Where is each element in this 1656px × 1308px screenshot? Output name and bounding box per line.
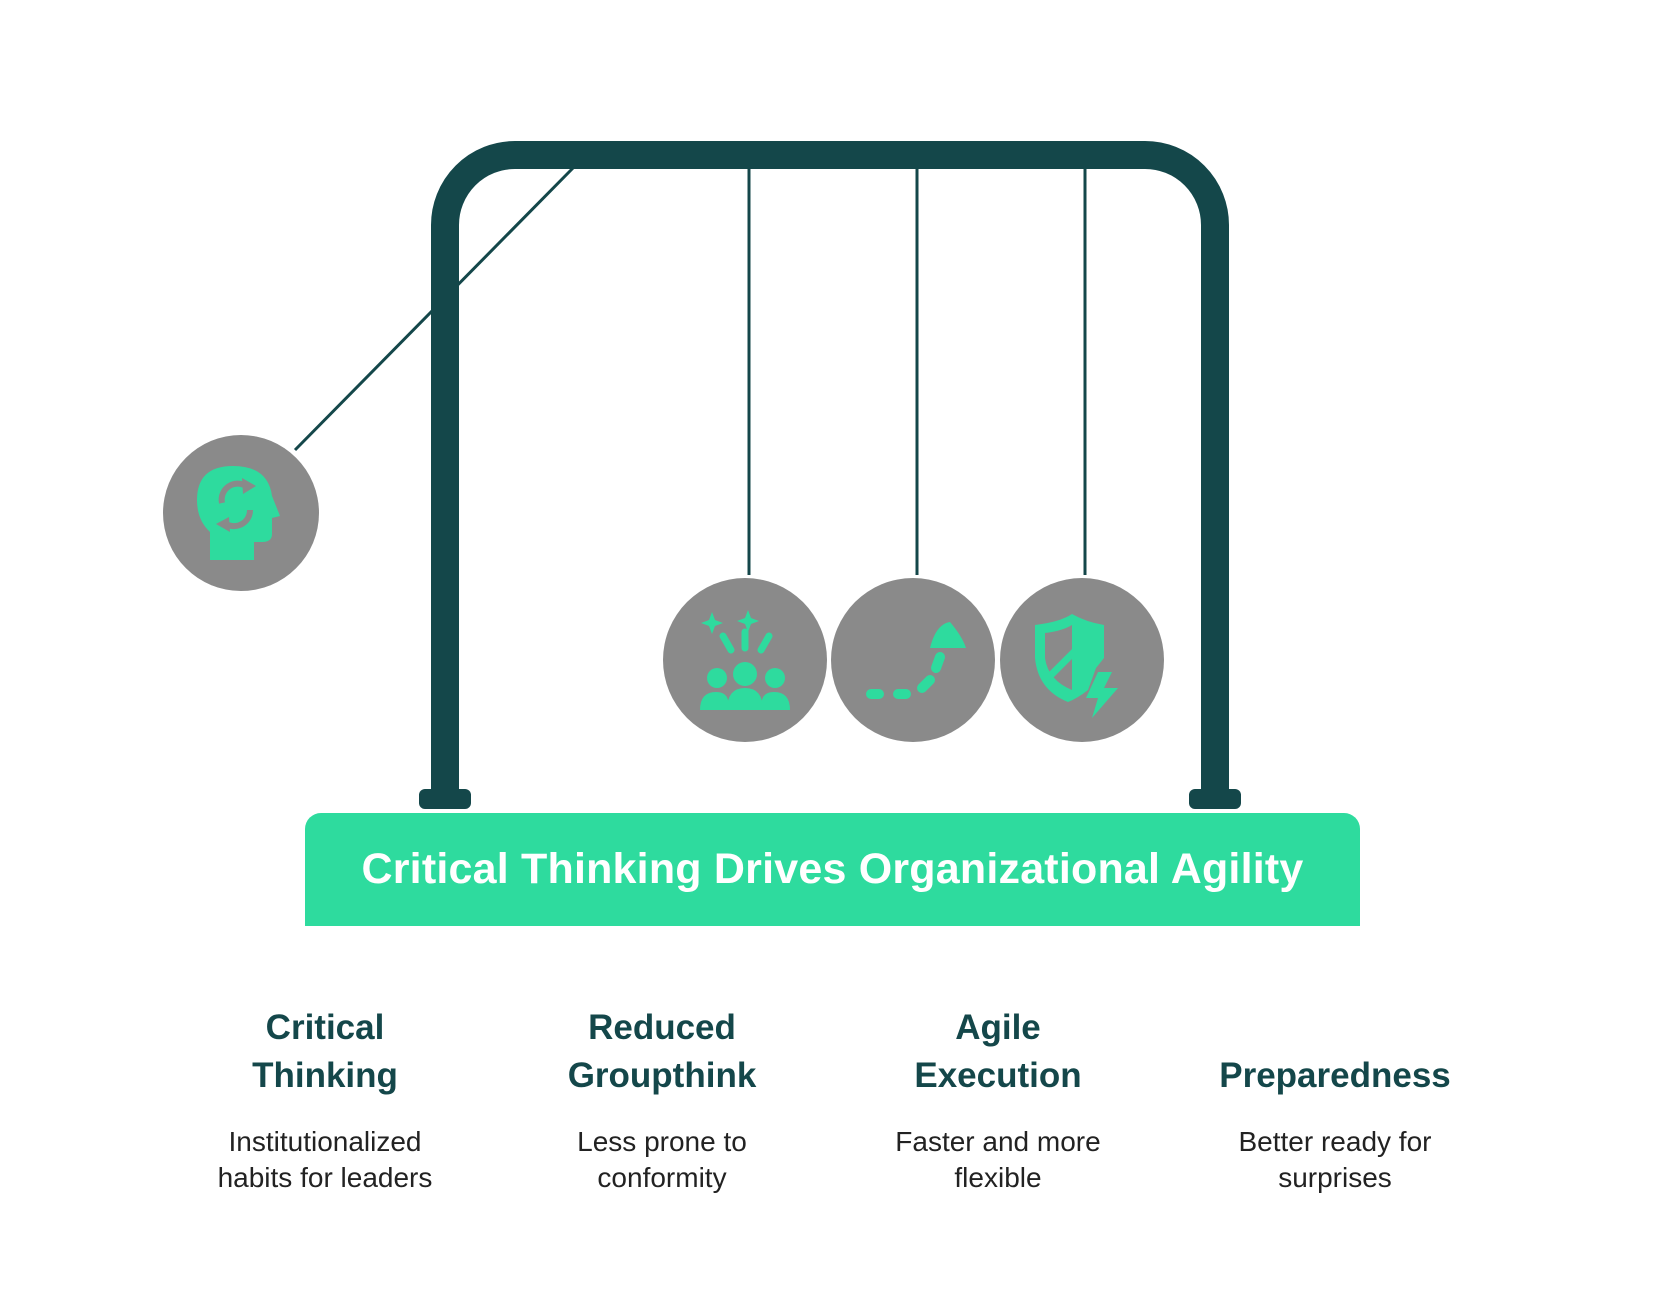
item-title: Reduced Groupthink — [567, 1008, 757, 1095]
team-celebration-icon — [700, 610, 790, 710]
ball-reduced-groupthink — [663, 578, 827, 742]
ball-preparedness — [1000, 578, 1164, 742]
item-agile-execution: Agile Execution Faster and more flexible — [848, 1000, 1148, 1196]
head-refresh-icon — [197, 466, 280, 560]
banner-title: Critical Thinking Drives Organizational … — [361, 845, 1304, 893]
frame-foot-left — [419, 789, 471, 809]
item-description: Faster and more flexible — [895, 1126, 1101, 1193]
dotted-path-arrow-icon — [866, 622, 966, 699]
frame-foot-right — [1189, 789, 1241, 809]
item-title: Preparedness — [1219, 1056, 1451, 1095]
ball-agile-execution — [831, 578, 995, 742]
item-title: Agile Execution — [914, 1008, 1082, 1095]
item-description: Institutionalized habits for leaders — [217, 1126, 433, 1193]
item-description: Better ready for surprises — [1238, 1126, 1432, 1193]
item-critical-thinking: Critical Thinking Institutionalized habi… — [175, 1000, 475, 1196]
item-preparedness: Preparedness Better ready for surprises — [1185, 1000, 1485, 1196]
item-title: Critical Thinking — [252, 1008, 398, 1095]
shield-lightning-icon — [1035, 614, 1118, 718]
cradle-frame — [431, 141, 1229, 800]
item-description: Less prone to conformity — [577, 1126, 747, 1193]
ball-critical-thinking — [163, 435, 319, 591]
item-reduced-groupthink: Reduced Groupthink Less prone to conform… — [512, 1000, 812, 1196]
title-banner: Critical Thinking Drives Organizational … — [305, 813, 1360, 926]
